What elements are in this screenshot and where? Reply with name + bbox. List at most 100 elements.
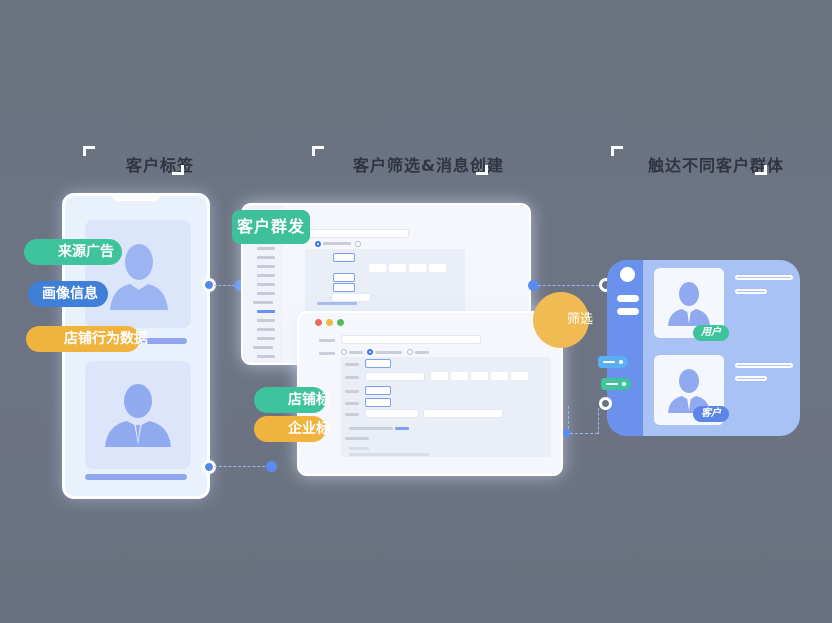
connector-line	[598, 408, 599, 434]
connector-line	[538, 285, 604, 286]
radio-label	[415, 351, 429, 354]
bracket-corner-icon	[83, 146, 95, 156]
connector-node	[234, 280, 245, 291]
phone-notch	[111, 193, 161, 201]
sidebar-item	[257, 283, 275, 286]
tag-source-ad: 来源广告	[24, 239, 122, 265]
tag-profile-info: 画像信息	[28, 281, 108, 307]
sidebar-item	[257, 355, 275, 358]
filter-badge: 筛选	[533, 292, 593, 348]
date-chip	[451, 372, 468, 380]
message-flag-icon	[601, 378, 631, 390]
message-flag-icon	[598, 356, 628, 368]
connector-node	[563, 429, 571, 437]
link-text	[317, 302, 357, 305]
sidebar-item	[257, 292, 275, 295]
sidebar-item	[257, 337, 275, 340]
add-tag-button	[333, 273, 355, 282]
info-line	[735, 363, 793, 368]
bracket-corner-icon	[312, 146, 324, 156]
panel-sidebar	[607, 260, 643, 436]
connector-node	[599, 397, 612, 410]
sidebar-item	[257, 328, 275, 331]
field-label	[345, 390, 359, 393]
sidebar-item	[257, 319, 275, 322]
sidebar-item-active	[257, 310, 275, 313]
field-label	[319, 352, 335, 355]
date-chip	[429, 264, 446, 272]
add-employee-button	[365, 359, 391, 368]
radio-all-customers	[341, 349, 347, 355]
person-business-icon	[668, 282, 710, 326]
avatar-card	[85, 361, 191, 469]
tag-store-behavior: 店铺行为数据	[26, 326, 148, 352]
radio-label	[376, 351, 402, 354]
sidebar-item	[257, 265, 275, 268]
add-tag-button	[333, 283, 355, 292]
connector-line	[568, 406, 569, 434]
sidebar-group	[253, 301, 273, 304]
panel-menu-bar	[617, 308, 639, 315]
connector-node	[202, 460, 216, 474]
radio-option	[315, 241, 321, 247]
bracket-corner-icon	[476, 165, 488, 175]
info-bar	[85, 474, 187, 480]
sidebar-item	[257, 247, 275, 250]
add-employee-button	[333, 253, 355, 262]
field-label	[345, 363, 359, 366]
info-line	[735, 289, 767, 294]
radio-filter-customers	[367, 349, 373, 355]
date-chip	[511, 372, 528, 380]
select-input	[423, 409, 503, 418]
minimize-dot-icon	[326, 319, 333, 326]
select-input	[331, 293, 371, 302]
avatar-card	[85, 220, 191, 328]
audience-tag-user: 用户	[693, 325, 729, 341]
sidebar-item	[257, 274, 275, 277]
task-name-input	[341, 335, 481, 344]
radio-label	[323, 242, 351, 245]
field-label	[345, 437, 369, 440]
sidebar-group	[253, 346, 273, 349]
maximize-dot-icon	[337, 319, 344, 326]
connector-line	[214, 466, 270, 467]
person-business-icon	[105, 384, 171, 447]
audience-tag-customer: 客户	[693, 406, 729, 422]
date-chip	[389, 264, 406, 272]
customer-profile-card	[654, 355, 724, 425]
date-chip	[431, 372, 448, 380]
connector-line	[214, 285, 240, 286]
section-title-reach-groups: 触达不同客户群体	[648, 156, 785, 175]
select-input	[365, 409, 419, 418]
view-detail-link	[395, 427, 409, 430]
date-chip	[409, 264, 426, 272]
person-silhouette-icon	[110, 244, 168, 310]
info-line	[735, 376, 767, 381]
radio-specified-customers	[407, 349, 413, 355]
connector-node	[528, 280, 539, 291]
note-text	[349, 427, 393, 430]
panel-menu-bar	[617, 295, 639, 302]
connector-line	[570, 433, 598, 434]
hint-text	[349, 447, 369, 450]
add-tag-button	[365, 398, 391, 407]
section-title-filter-message: 客户筛选&消息创建	[353, 156, 504, 175]
connector-node	[266, 461, 277, 472]
bracket-corner-icon	[755, 165, 767, 175]
task-name-input	[309, 229, 409, 238]
section-title-customer-tags: 客户标签	[126, 156, 195, 175]
hint-text	[349, 453, 429, 456]
audience-panel: 用户 客户	[607, 260, 800, 436]
bracket-corner-icon	[611, 146, 623, 156]
radio-label	[349, 351, 363, 354]
add-tag-button	[365, 386, 391, 395]
close-dot-icon	[315, 319, 322, 326]
date-chip	[471, 372, 488, 380]
field-label	[345, 376, 359, 379]
filter-panel	[305, 249, 465, 315]
tag-store: 店铺标	[254, 387, 330, 413]
tag-enterprise: 企业标	[254, 416, 330, 442]
sidebar-item	[257, 256, 275, 259]
date-range-input	[365, 372, 425, 381]
